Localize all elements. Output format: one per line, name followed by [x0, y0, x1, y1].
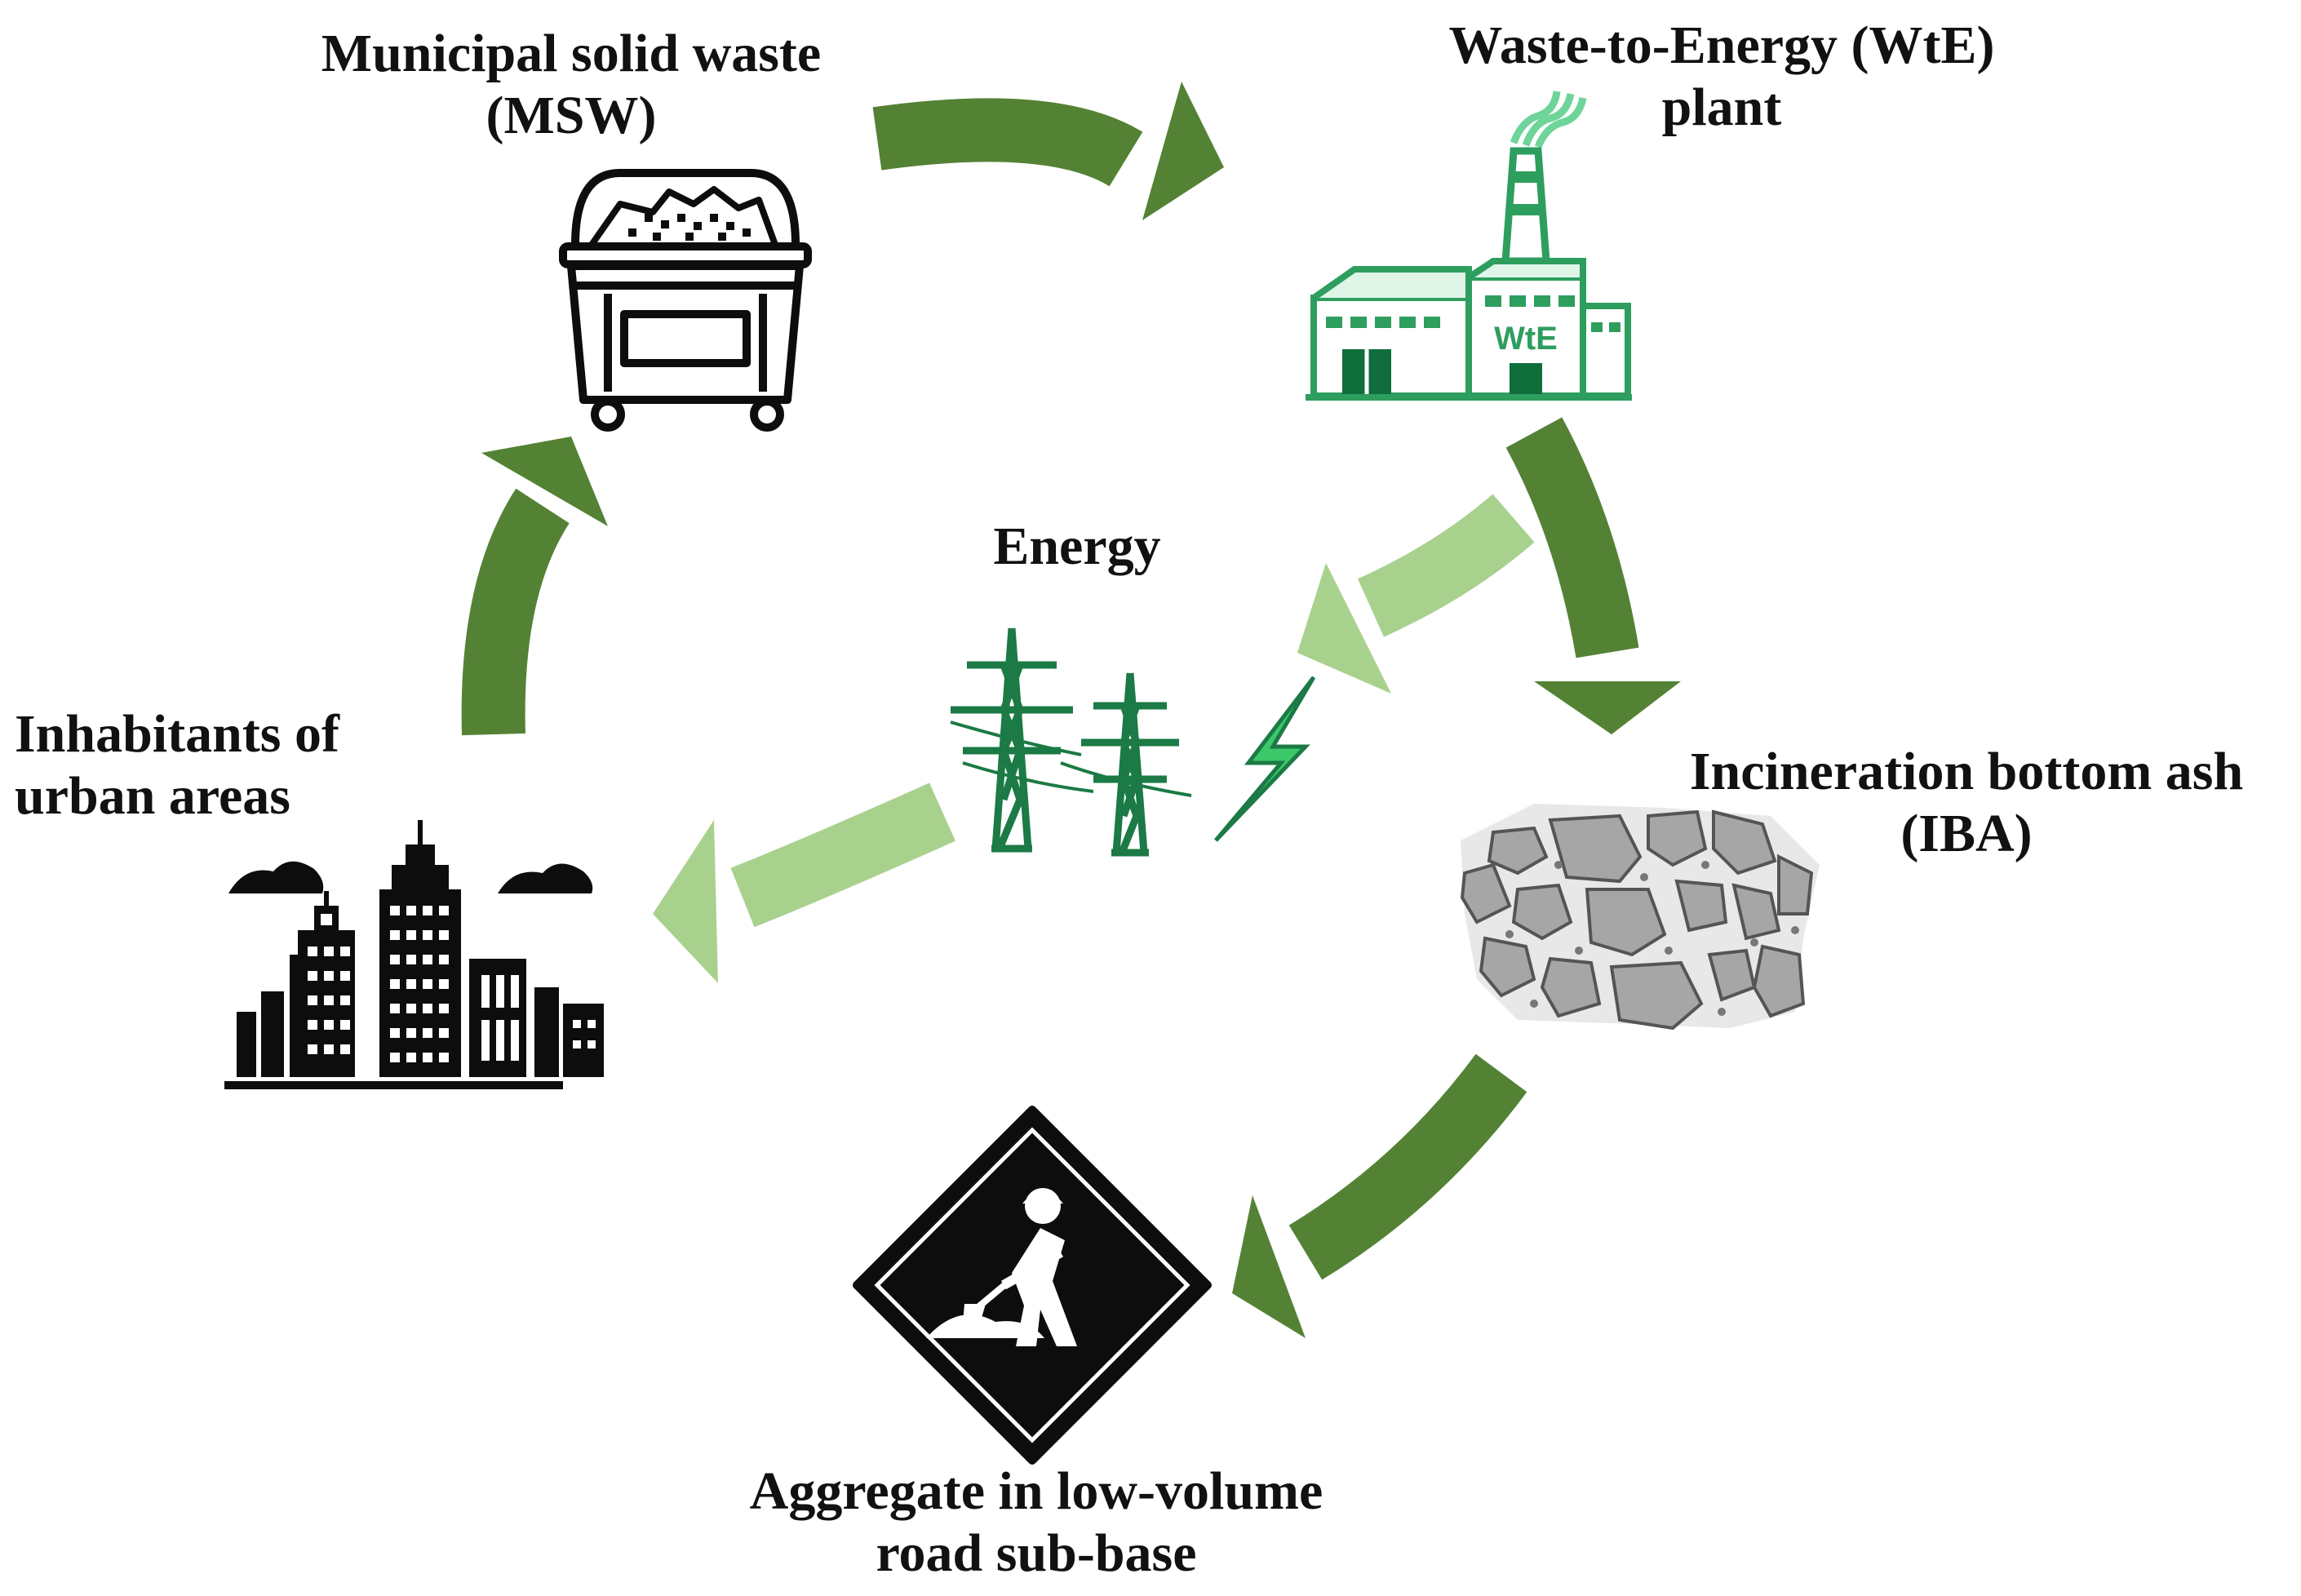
energy-label: Energy — [993, 516, 1161, 576]
road-label: Aggregate in low-volume road sub-base — [694, 1461, 1379, 1585]
msw-label-line1: Municipal solid waste — [321, 24, 822, 83]
iba-label-line2: (IBA) — [1900, 804, 2033, 863]
city-skyline-icon — [224, 820, 604, 1089]
road-label-line1: Aggregate in low-volume — [749, 1461, 1323, 1521]
factory-icon: WtE — [1306, 91, 1632, 401]
power-tower-icon — [950, 627, 1192, 857]
wte-label-line2: plant — [1661, 78, 1782, 137]
waste-container-icon — [559, 169, 812, 432]
arrow-wte-to-energy — [1297, 494, 1535, 694]
wte-label-line1: Waste-to-Energy (WtE) — [1448, 16, 1995, 75]
urban-label-line1: Inhabitants of — [15, 704, 339, 764]
road-label-line2: road sub-base — [876, 1523, 1197, 1583]
arrow-wte-to-iba — [1505, 417, 1681, 734]
arrow-iba-to-road — [1232, 1053, 1527, 1338]
arrow-msw-to-wte — [872, 82, 1224, 220]
wte-sign: WtE — [1494, 321, 1558, 357]
urban-label: Inhabitants of urban areas — [15, 703, 472, 827]
urban-label-line2: urban areas — [15, 766, 290, 826]
iba-label: Incineration bottom ash (IBA) — [1640, 741, 2293, 865]
road-work-sign-icon — [853, 1106, 1212, 1465]
msw-label: Municipal solid waste (MSW) — [261, 23, 881, 147]
msw-label-line2: (MSW) — [485, 86, 657, 145]
wte-label: Waste-to-Energy (WtE) plant — [1379, 15, 2064, 139]
rock-aggregate-icon — [1460, 804, 1820, 1031]
lightning-bolt-icon — [1214, 676, 1316, 842]
arrow-urban-to-msw — [461, 437, 608, 736]
arrow-energy-to-urban — [653, 782, 955, 983]
iba-label-line1: Incineration bottom ash — [1689, 742, 2244, 801]
